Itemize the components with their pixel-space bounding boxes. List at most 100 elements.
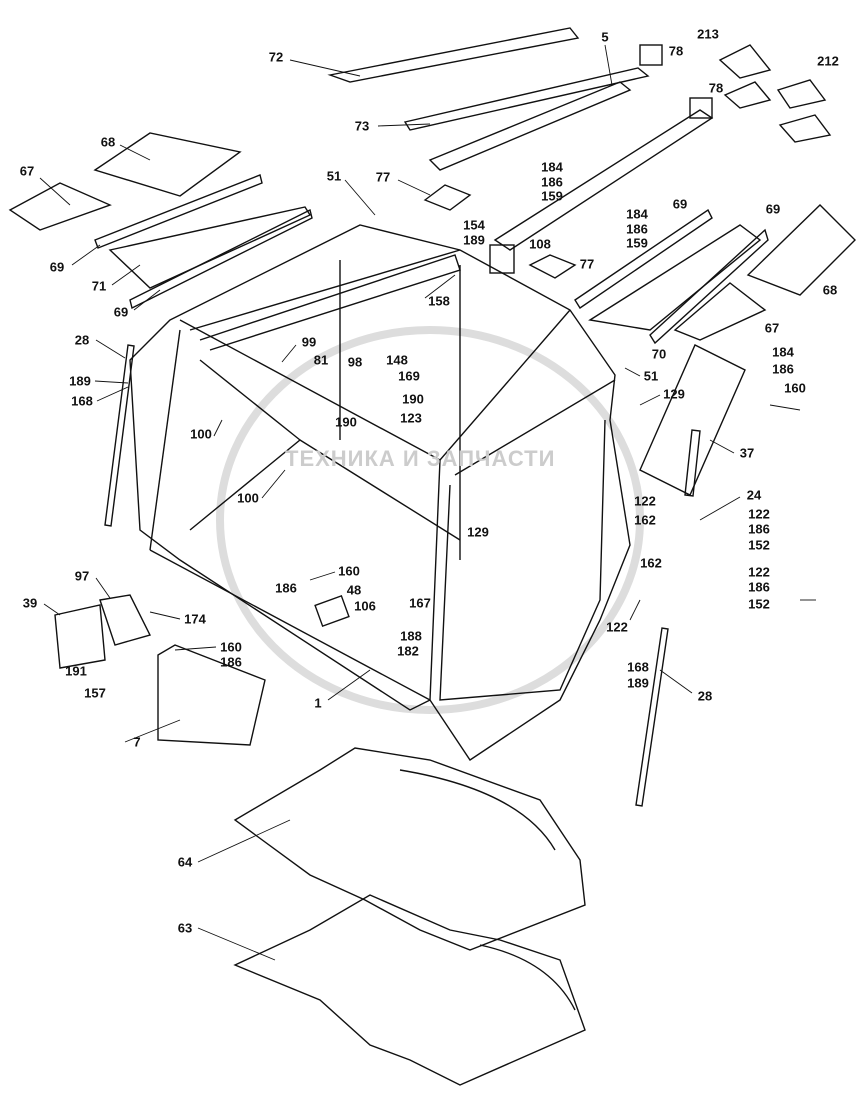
mat-63 bbox=[233, 894, 586, 1086]
callout-51: 51 bbox=[326, 168, 342, 184]
callout-174: 174 bbox=[184, 611, 206, 627]
callout-69: 69 bbox=[49, 259, 65, 275]
callout-78: 78 bbox=[668, 43, 684, 59]
seal-28 bbox=[104, 344, 135, 527]
callout-189: 189 bbox=[463, 232, 485, 248]
callout-160: 160 bbox=[338, 563, 360, 579]
callout-129: 129 bbox=[467, 524, 489, 540]
callout-189: 189 bbox=[69, 373, 91, 389]
panel-70 bbox=[588, 224, 762, 331]
frame-floor-edge bbox=[149, 549, 431, 701]
callout-162: 162 bbox=[634, 512, 656, 528]
panel-73 bbox=[403, 67, 650, 131]
callout-186: 186 bbox=[772, 361, 794, 377]
callout-37: 37 bbox=[739, 445, 755, 461]
seal-77 bbox=[423, 184, 472, 211]
callout-168: 168 bbox=[71, 393, 93, 409]
pad-212 bbox=[776, 79, 827, 109]
callout-28: 28 bbox=[74, 332, 90, 348]
pad-212b bbox=[778, 114, 832, 143]
mat-63-arc bbox=[479, 944, 576, 1011]
seal-28b bbox=[635, 627, 669, 807]
callout-162: 162 bbox=[640, 555, 662, 571]
callout-184: 184 bbox=[541, 159, 563, 175]
callout-186: 186 bbox=[541, 174, 563, 190]
callout-184: 184 bbox=[626, 206, 648, 222]
callout-129: 129 bbox=[663, 386, 685, 402]
panel-37 bbox=[639, 344, 746, 496]
panel-67 bbox=[8, 182, 112, 231]
callout-158: 158 bbox=[428, 293, 450, 309]
frame-door bbox=[439, 419, 606, 701]
callout-5: 5 bbox=[601, 29, 609, 45]
callout-73: 73 bbox=[354, 118, 370, 134]
callout-100: 100 bbox=[237, 490, 259, 506]
callout-7: 7 bbox=[133, 734, 141, 750]
callout-122: 122 bbox=[634, 493, 656, 509]
callout-97: 97 bbox=[74, 568, 90, 584]
strip-69 bbox=[94, 174, 263, 249]
panel-68 bbox=[93, 132, 242, 197]
callout-186: 186 bbox=[220, 654, 242, 670]
callout-159: 159 bbox=[626, 235, 648, 251]
callout-72: 72 bbox=[268, 49, 284, 65]
watermark-text: ТЕХНИКА И ЗАПЧАСТИ bbox=[285, 446, 556, 471]
callout-160: 160 bbox=[220, 639, 242, 655]
pad-213b bbox=[723, 81, 772, 109]
callout-190: 190 bbox=[402, 391, 424, 407]
callout-1: 1 bbox=[314, 695, 322, 711]
strip-69c bbox=[574, 208, 713, 309]
panel-7 bbox=[157, 644, 266, 746]
seal-77b bbox=[528, 254, 577, 279]
callout-167: 167 bbox=[409, 595, 431, 611]
callout-169: 169 bbox=[398, 368, 420, 384]
part-97 bbox=[99, 594, 152, 646]
panel-67b bbox=[673, 282, 767, 341]
callout-122: 122 bbox=[748, 564, 770, 580]
callout-186: 186 bbox=[626, 221, 648, 237]
callout-81: 81 bbox=[313, 352, 329, 368]
callout-69: 69 bbox=[765, 201, 781, 217]
mat-64-arc bbox=[399, 769, 556, 851]
callout-70: 70 bbox=[651, 346, 667, 362]
part-106 bbox=[314, 594, 350, 628]
callout-78: 78 bbox=[708, 80, 724, 96]
callout-108: 108 bbox=[529, 236, 551, 252]
callout-64: 64 bbox=[177, 854, 193, 870]
tray-5 bbox=[428, 81, 632, 171]
callout-186: 186 bbox=[748, 579, 770, 595]
pad-213 bbox=[718, 44, 772, 79]
panel-68b bbox=[746, 204, 856, 296]
watermark-ring bbox=[216, 326, 644, 714]
callout-190: 190 bbox=[335, 414, 357, 430]
callout-51: 51 bbox=[643, 368, 659, 384]
cab-frame-outline bbox=[129, 224, 631, 761]
callout-71: 71 bbox=[91, 278, 107, 294]
leader-lines bbox=[39, 44, 816, 961]
callout-67: 67 bbox=[19, 163, 35, 179]
plate-39 bbox=[54, 604, 106, 669]
strip-69b bbox=[129, 208, 313, 310]
callout-152: 152 bbox=[748, 537, 770, 553]
callout-160: 160 bbox=[784, 380, 806, 396]
callout-98: 98 bbox=[347, 354, 363, 370]
callout-182: 182 bbox=[397, 643, 419, 659]
callout-152: 152 bbox=[748, 596, 770, 612]
seal-78 bbox=[639, 44, 663, 66]
callout-77: 77 bbox=[375, 169, 391, 185]
mat-64 bbox=[233, 747, 586, 951]
strip-69d bbox=[649, 228, 769, 345]
callout-69: 69 bbox=[113, 304, 129, 320]
callout-39: 39 bbox=[22, 595, 38, 611]
callout-48: 48 bbox=[346, 582, 362, 598]
callout-106: 106 bbox=[354, 598, 376, 614]
callout-186: 186 bbox=[275, 580, 297, 596]
callout-191: 191 bbox=[65, 663, 87, 679]
frame-door-top bbox=[454, 379, 616, 476]
callout-100: 100 bbox=[190, 426, 212, 442]
callout-168: 168 bbox=[627, 659, 649, 675]
frame-roof-beam bbox=[199, 254, 461, 351]
callout-189: 189 bbox=[627, 675, 649, 691]
